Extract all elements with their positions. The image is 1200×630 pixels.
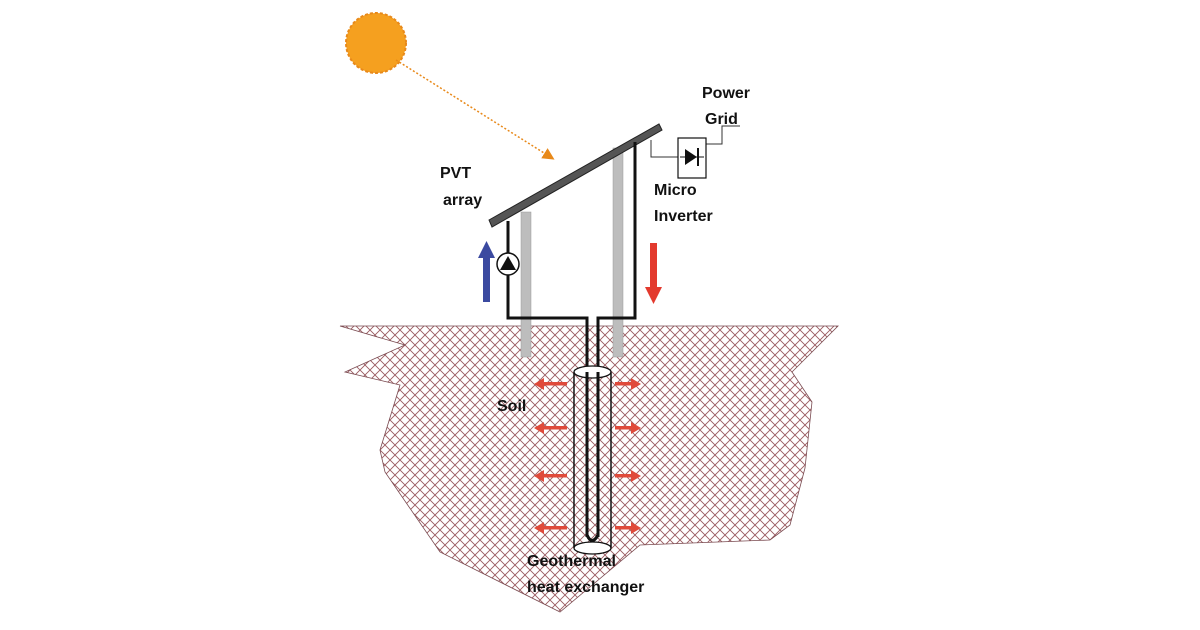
- power-grid-label-line1: Power: [702, 85, 750, 102]
- heat-arrow-right-3: [615, 470, 641, 482]
- hot-flow-arrow: [645, 243, 662, 304]
- heat-arrow-left-4: [534, 522, 567, 534]
- geothermal-label-line2: heat exchanger: [527, 579, 644, 596]
- heat-arrow-right-4: [615, 522, 641, 534]
- panel-support-left: [520, 211, 532, 358]
- heat-arrow-right-2: [615, 422, 641, 434]
- cold-flow-arrow: [478, 241, 495, 302]
- heat-arrow-left-1: [534, 378, 567, 390]
- pvt-array-label-line1: PVT: [440, 165, 471, 182]
- inverter-wire-in: [650, 140, 678, 158]
- sun-icon: [345, 12, 407, 74]
- heat-arrow-left-3: [534, 470, 567, 482]
- heat-arrow-right-1: [615, 378, 641, 390]
- pvt-array-label-line2: array: [443, 192, 482, 209]
- power-grid-label-line2: Grid: [705, 111, 738, 128]
- soil-label: Soil: [497, 398, 526, 415]
- panel-support-right: [612, 147, 624, 358]
- micro-inverter-label-line1: Micro: [654, 182, 697, 199]
- heat-arrow-left-2: [534, 422, 567, 434]
- sun-ray-arrow: [395, 59, 555, 160]
- soil-region: [339, 325, 839, 613]
- heat-flow-arrows: [534, 378, 641, 534]
- pump-icon: [496, 252, 520, 276]
- borehole: [573, 365, 612, 555]
- pvt-panel: [488, 123, 663, 228]
- inverter-wire-out: [706, 125, 740, 145]
- micro-inverter-label-line2: Inverter: [654, 208, 713, 225]
- geothermal-label-line1: Geothermal: [527, 553, 616, 570]
- micro-inverter-diode-icon: [677, 137, 707, 179]
